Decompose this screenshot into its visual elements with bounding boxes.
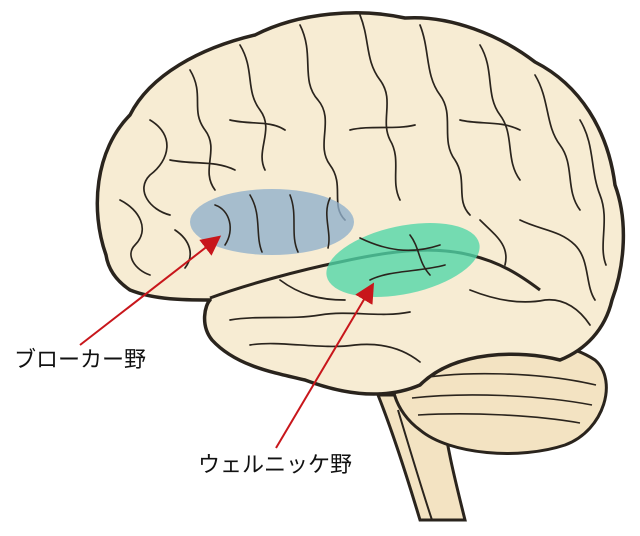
broca-area-highlight xyxy=(190,189,354,255)
wernicke-area-label: ウェルニッケ野 xyxy=(198,453,353,478)
cerebrum xyxy=(95,11,626,396)
wernicke-area-highlight xyxy=(326,222,480,298)
broca-area-label: ブローカー野 xyxy=(14,348,147,373)
broca-arrow xyxy=(79,235,222,346)
wernicke-arrow xyxy=(275,282,375,449)
brainstem-inner-line xyxy=(397,409,433,521)
gyri xyxy=(119,14,607,363)
gyri-overlay xyxy=(214,194,446,281)
